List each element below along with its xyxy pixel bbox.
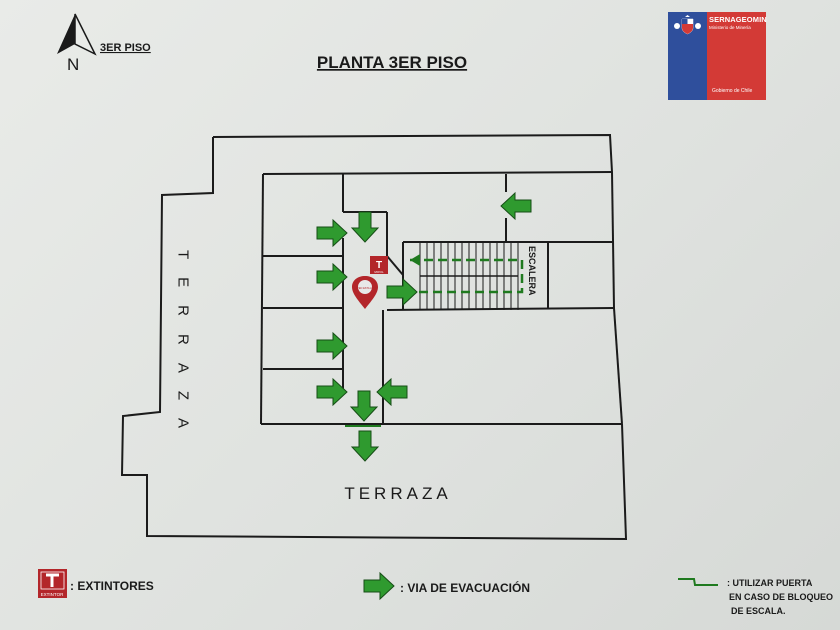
legend-evacuation-arrow-icon <box>363 572 395 600</box>
north-letter: N <box>67 55 79 74</box>
legend-extinguisher-label: : EXTINTORES <box>70 579 154 593</box>
terrace-bottom-label: TERRAZA <box>344 484 451 503</box>
you-are-here-icon: USTED ESTA AQUI <box>352 276 378 309</box>
legend-extinguisher-icon: EXTINTOR <box>38 569 67 598</box>
legend-door-line2: EN CASO DE BLOQUEO <box>729 592 833 602</box>
logo-subtitle: Ministerio de Minería <box>709 25 751 30</box>
extinguisher-glyph: T <box>376 260 382 271</box>
coat-of-arms-icon <box>672 15 703 37</box>
stair-evacuation-route <box>410 258 524 294</box>
stair-label: ESCALERA <box>527 246 537 296</box>
legend-extinguisher-caption: EXTINTOR <box>41 592 64 597</box>
legend-door-line3: DE ESCALA. <box>731 606 786 616</box>
evacuation-arrow-icon <box>351 430 379 462</box>
route-arrowhead-icon <box>410 254 420 266</box>
legend-door-line-icon <box>678 578 718 586</box>
evacuation-arrows <box>316 192 532 462</box>
you-are-here-caption: USTED ESTA AQUI <box>354 286 377 290</box>
terrace-left-label: TERRAZA <box>175 250 192 446</box>
page-title: PLANTA 3ER PISO <box>317 53 467 72</box>
building-outline <box>120 133 628 541</box>
extinguisher-caption: MOVIL <box>374 270 384 274</box>
evacuation-arrow-icon <box>500 192 532 220</box>
logo-red-band <box>707 12 766 100</box>
north-arrow-icon <box>57 13 97 56</box>
legend-evacuation-label: : VIA DE EVACUACIÓN <box>400 580 530 595</box>
evacuation-arrow-icon <box>376 378 408 406</box>
evacuation-arrow-icon <box>351 211 379 243</box>
evacuation-arrow-icon <box>350 390 378 422</box>
logo-government: Gobierno de Chile <box>712 88 753 94</box>
floor-label: 3ER PISO <box>100 42 151 54</box>
institution-logo: SERNAGEOMIN Ministerio de Minería Gobier… <box>668 12 767 100</box>
staircase <box>419 242 519 310</box>
extinguisher-icon: T MOVIL <box>370 256 388 274</box>
logo-name: SERNAGEOMIN <box>709 15 767 24</box>
room-walls <box>260 171 623 425</box>
legend-door-line1: : UTILIZAR PUERTA <box>727 578 813 588</box>
